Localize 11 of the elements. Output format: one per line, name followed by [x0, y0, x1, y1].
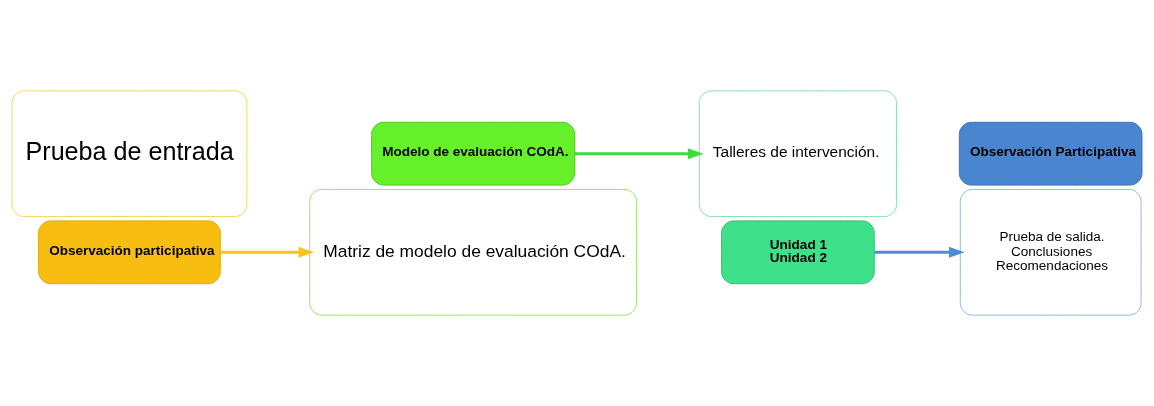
- node-box: Prueba de salida. Conclusiones Recomendaciones: [959, 189, 1142, 316]
- node-box: Observación participativa: [38, 220, 221, 285]
- node-box: Prueba de entrada: [11, 90, 248, 217]
- arrow: [220, 246, 314, 258]
- arrow: [874, 246, 965, 258]
- arrow: [574, 148, 704, 160]
- node-box: Talleres de intervención.: [698, 90, 897, 217]
- node-box: Modelo de evaluación COdA.: [371, 121, 576, 186]
- node-box: Unidad 1 Unidad 2: [721, 220, 875, 285]
- node-box: Matriz de modelo de evaluación COdA.: [309, 189, 637, 316]
- node-box: Observación Participativa: [958, 121, 1143, 186]
